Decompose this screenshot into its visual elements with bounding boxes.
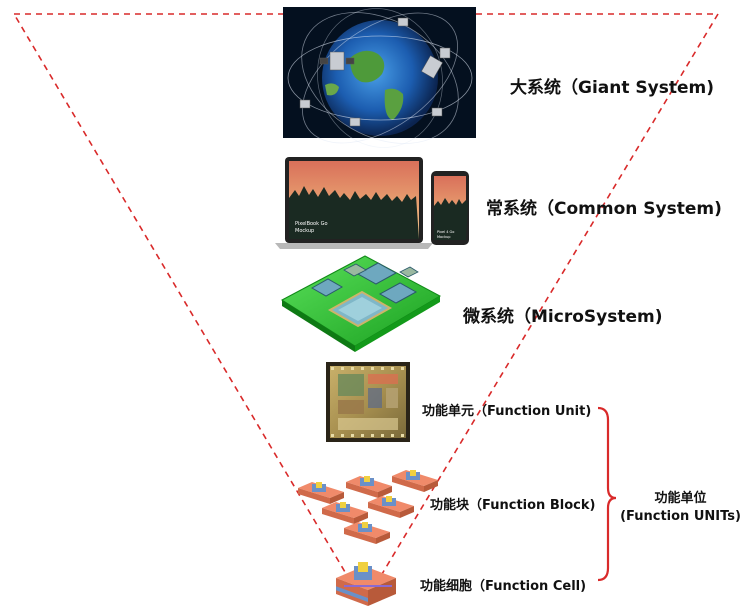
- level-label-function-block: 功能块（Function Block): [430, 498, 596, 513]
- earth-satellites-image: [283, 7, 476, 148]
- level-label-giant-system: 大系统（Giant System): [510, 78, 714, 98]
- laptop-phone-image: PixelBook Go Mockup Pixel 4 Go Mockup: [275, 157, 469, 249]
- die-photo-image: [326, 362, 410, 442]
- transistor-blocks-image: [298, 470, 438, 544]
- phone-caption-2: Mockup: [437, 235, 451, 239]
- level-label-function-unit: 功能单元（Function Unit): [422, 404, 592, 419]
- level-label-common-system: 常系统（Common System): [486, 199, 722, 219]
- function-units-group-label: 功能单位 (Function UNITs): [618, 490, 743, 526]
- group-label-line2: (Function UNITs): [620, 509, 741, 524]
- laptop-caption-1: PixelBook Go: [295, 221, 328, 227]
- laptop-caption-2: Mockup: [295, 228, 314, 234]
- level-label-function-cell: 功能细胞（Function Cell): [420, 579, 587, 594]
- microsystem-image: [281, 255, 442, 352]
- phone-caption-1: Pixel 4 Go: [437, 230, 454, 234]
- function-units-brace: [597, 406, 617, 582]
- single-transistor-image: [336, 562, 396, 606]
- group-label-line1: 功能单位: [654, 491, 707, 506]
- level-label-microsystem: 微系统（MicroSystem): [463, 307, 663, 327]
